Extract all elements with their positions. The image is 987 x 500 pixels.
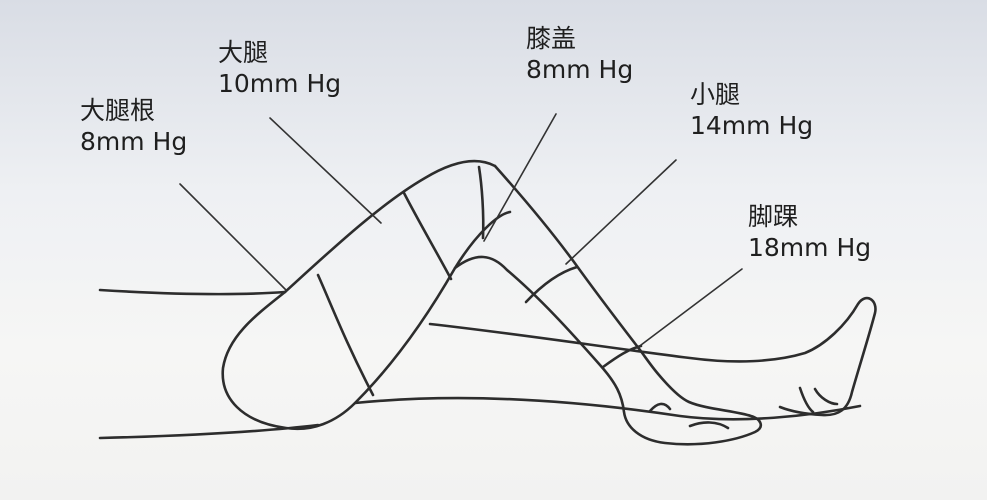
back-leg-upper: [428, 296, 877, 417]
knee-band: [477, 165, 485, 240]
back-leg-contour: [353, 396, 862, 421]
leader-ankle: [636, 268, 743, 349]
front-foot-detail: [648, 402, 730, 430]
ankle-name: 脚踝: [748, 202, 799, 231]
leader-lines: [179, 113, 743, 349]
thigh-band: [402, 191, 453, 281]
thigh-root-pressure: 8mm Hg: [80, 126, 188, 156]
label-calf: 小腿 14mm Hg: [690, 80, 813, 141]
calf-band: [524, 265, 579, 304]
knee-pressure: 8mm Hg: [526, 54, 634, 84]
upper-body-contour: [98, 288, 287, 296]
label-knee: 膝盖 8mm Hg: [526, 24, 633, 85]
leg-outline: [98, 159, 877, 446]
leader-knee: [483, 113, 557, 242]
thigh-pressure: 10mm Hg: [218, 68, 342, 98]
thigh-outline: [221, 210, 512, 431]
leader-thigh-root: [179, 183, 287, 291]
back-foot-detail: [798, 386, 839, 414]
label-thigh-root: 大腿根 8mm Hg: [80, 96, 187, 157]
ankle-pressure: 18mm Hg: [748, 232, 872, 262]
thigh-name: 大腿: [218, 38, 269, 67]
leader-calf: [565, 159, 677, 265]
label-thigh: 大腿 10mm Hg: [218, 38, 341, 99]
thigh-upper-contour: [283, 159, 497, 294]
lower-body-contour: [98, 423, 320, 440]
calf-name: 小腿: [690, 80, 741, 109]
upper-shin-contour: [493, 164, 642, 352]
label-ankle: 脚踝 18mm Hg: [748, 202, 871, 263]
calf-pressure: 14mm Hg: [690, 110, 814, 140]
knee-name: 膝盖: [526, 24, 577, 53]
leader-thigh: [269, 117, 382, 224]
thigh-root-name: 大腿根: [80, 96, 156, 125]
calf-outline: [453, 255, 763, 446]
thigh-root-band: [316, 273, 375, 397]
